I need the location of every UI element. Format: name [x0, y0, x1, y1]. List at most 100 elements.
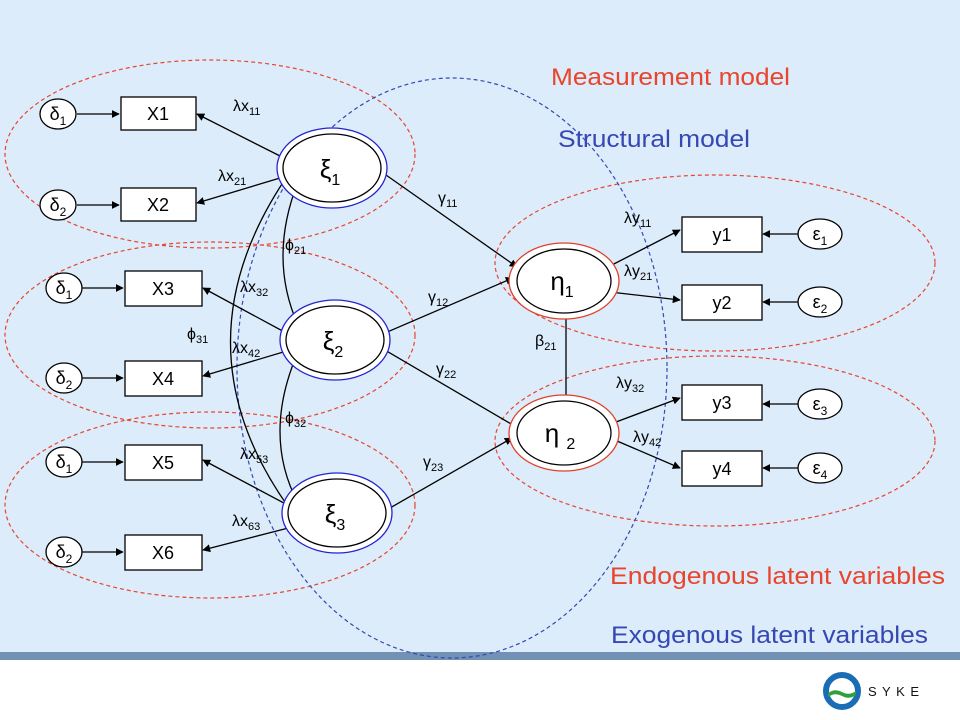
epsilon-ellipse-2: [797, 286, 843, 318]
lambda-y32-label: λy32: [616, 375, 644, 395]
eta-2-label: η 2: [545, 418, 576, 453]
lambda-y32-arrow: [607, 396, 681, 426]
lambda-x42-arrow: [202, 349, 291, 378]
lambda-x63-arrow: [202, 524, 301, 553]
indicator-box-y3: [681, 384, 763, 421]
gamma-12-label: γ12: [428, 289, 448, 309]
measurement-group-y34: [494, 355, 936, 527]
delta-label-4: δ2: [56, 368, 73, 392]
measurement-group-y12: [494, 174, 936, 352]
epsilon-label-3: ε3: [813, 394, 828, 418]
indicator-box-y4: [681, 450, 763, 487]
indicator-label-y1: y1: [712, 225, 731, 245]
lambda-y11-label: λy11: [624, 210, 651, 230]
measurement-group-x56: [4, 411, 416, 599]
lambda-x32-label: λx32: [240, 279, 268, 299]
eta-2-node: [516, 400, 612, 466]
delta-ellipse-5: [45, 446, 83, 478]
endogenous-latents: η1 η 2: [508, 242, 620, 472]
delta-ellipse-2: [39, 189, 77, 221]
structural-model-boundary: [236, 77, 668, 659]
phi-31-arc: [229, 171, 293, 513]
gamma-22-arrow: [377, 345, 519, 429]
gamma-23-arrow: [375, 437, 513, 517]
indicator-box-x5: [124, 444, 203, 481]
lambda-y42-label: λy42: [633, 429, 661, 449]
indicator-label-y2: y2: [712, 293, 731, 313]
lambda-x21-label: λx21: [218, 168, 246, 188]
measurement-model-label: Measurement model: [551, 64, 790, 91]
indicator-box-x6: [124, 534, 203, 571]
indicator-label-x4: X4: [152, 369, 174, 389]
exogenous-latents: ξ1 ξ2 ξ3: [276, 127, 393, 554]
xi-1-node: [282, 133, 382, 203]
paths: [77, 110, 800, 556]
indicator-label-x6: X6: [152, 543, 174, 563]
syke-logo: S Y K E: [823, 672, 920, 710]
indicator-label-x3: X3: [152, 279, 174, 299]
phi-31-label: ϕ31: [187, 326, 208, 346]
x-indicators: X1 X2 X3 X4 X5 X6: [120, 96, 203, 571]
epsilon-label-2: ε2: [813, 292, 828, 316]
legend: Measurement model Structural model Endog…: [551, 64, 945, 649]
indicator-box-x4: [124, 360, 203, 397]
gamma-12-arrow: [377, 277, 514, 337]
indicator-label-x5: X5: [152, 453, 174, 473]
delta-label-2: δ2: [50, 195, 67, 219]
epsilon-ellipse-4: [797, 452, 843, 484]
measurement-group-x12: [4, 59, 416, 249]
eta-1-label: η1: [550, 266, 573, 301]
epsilon-label-4: ε4: [813, 458, 828, 482]
indicator-box-x1: [120, 96, 197, 131]
delta-label-1: δ1: [50, 104, 67, 128]
lambda-x53-arrow: [202, 459, 298, 511]
phi-21-label: ϕ21: [285, 237, 306, 257]
footer-band: [0, 652, 960, 660]
delta-ellipse-1: [39, 98, 77, 130]
lambda-x21-arrow: [196, 177, 281, 205]
phi-32-arc: [279, 351, 299, 504]
xi-3-label: ξ3: [325, 499, 346, 534]
indicator-box-y2: [681, 284, 763, 321]
indicator-label-x1: X1: [147, 104, 169, 124]
xi-2-label: ξ2: [323, 326, 344, 361]
gamma-23-label: γ23: [423, 454, 443, 474]
indicator-label-x2: X2: [147, 195, 169, 215]
xi-2-node: [285, 305, 385, 375]
lambda-y21-label: λy21: [624, 263, 652, 283]
lambda-x42-label: λx42: [232, 340, 260, 360]
lambda-x53-label: λx53: [240, 446, 268, 466]
lambda-y42-arrow: [609, 437, 681, 469]
lambda-x32-arrow: [202, 287, 291, 336]
delta-label-6: δ2: [56, 542, 73, 566]
xi-3-node: [287, 478, 387, 548]
gamma-11-arrow: [375, 167, 518, 268]
eta-1-node: [516, 248, 612, 314]
lambda-x11-arrow: [196, 113, 283, 158]
indicator-box-y1: [681, 216, 763, 253]
epsilon-ellipse-3: [797, 388, 843, 420]
delta-ellipse-6: [45, 536, 83, 568]
delta-label-3: δ1: [56, 278, 73, 302]
indicator-box-x2: [120, 187, 197, 222]
lambda-y21-arrow: [609, 291, 681, 304]
logo-wave-icon: [828, 690, 856, 698]
indicator-box-x3: [124, 270, 203, 307]
footer-area: [0, 660, 960, 720]
lambda-x11-label: λx11: [233, 98, 260, 118]
phi-32-label: ϕ32: [285, 410, 306, 430]
logo-text: S Y K E: [868, 684, 920, 699]
indicator-label-y3: y3: [712, 393, 731, 413]
gamma-22-label: γ22: [436, 361, 456, 381]
error-terms: δ1 δ2 δ1 δ2 δ1 δ2 ε1 ε2 ε3 ε4: [39, 98, 843, 568]
indicator-label-y4: y4: [712, 459, 731, 479]
measurement-group-x34: [4, 241, 416, 429]
gamma-11-label: γ11: [438, 190, 457, 210]
delta-label-5: δ1: [56, 452, 73, 476]
lambda-x63-label: λx63: [232, 513, 260, 533]
structural-model-label: Structural model: [558, 126, 750, 153]
logo-ring: [823, 672, 861, 710]
epsilon-label-1: ε1: [813, 224, 828, 248]
